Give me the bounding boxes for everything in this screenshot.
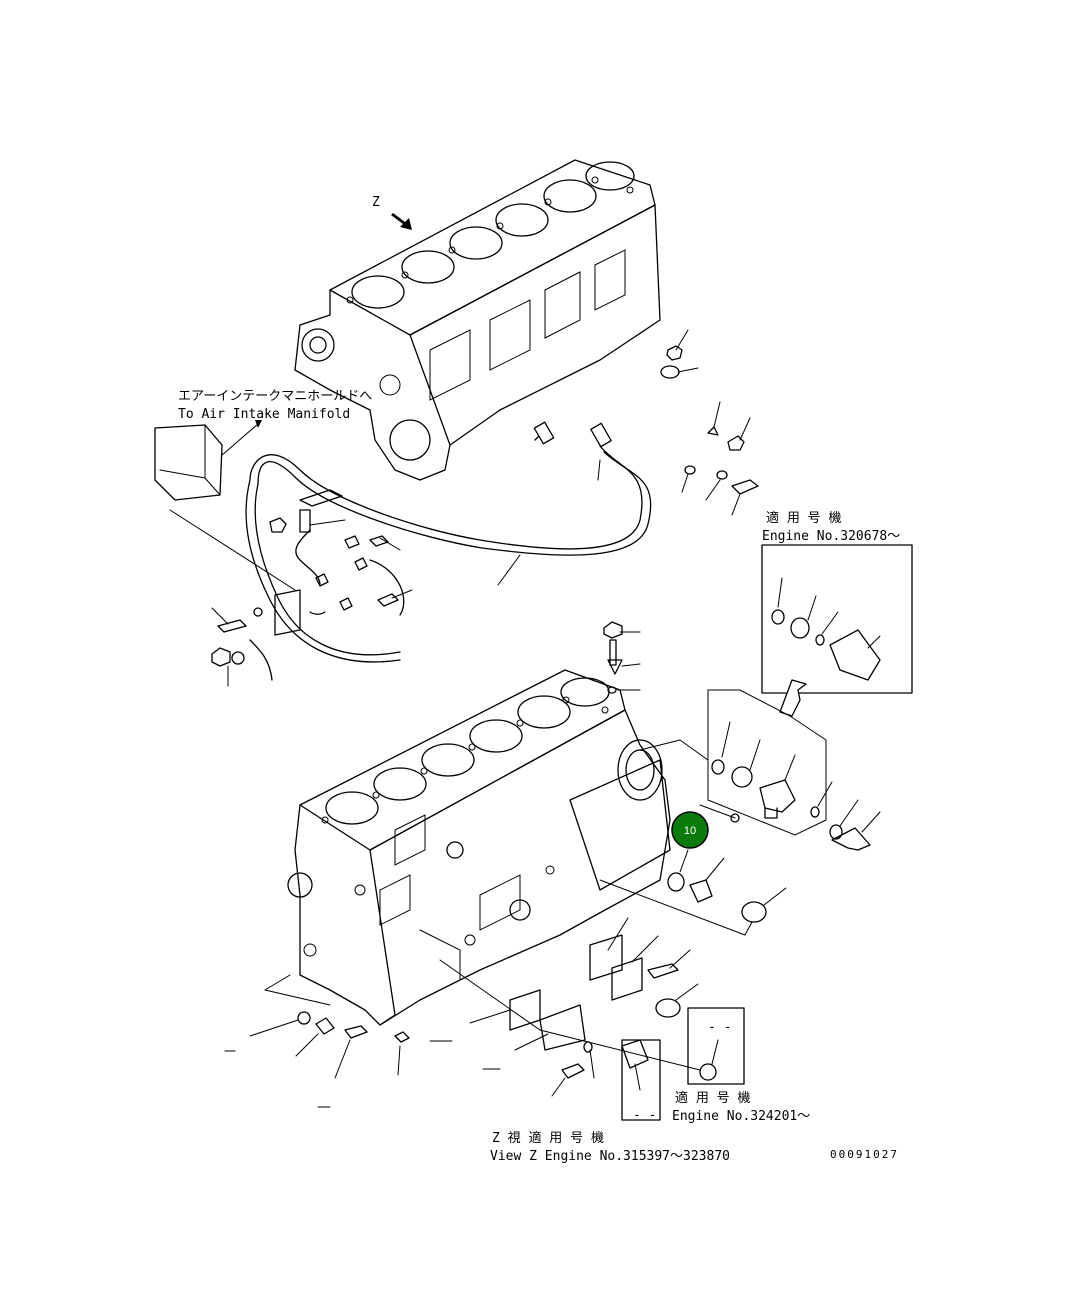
- lower-plugs: [599, 849, 787, 936]
- lower-cylinder-bores: [325, 677, 610, 825]
- upper-cylinder-bores: [351, 161, 635, 309]
- engine-no-324201-box: [621, 1007, 745, 1121]
- lower-right-fitting-group: [639, 689, 881, 851]
- route-arrow: [255, 420, 262, 428]
- drawing-number: 00091027: [830, 1148, 899, 1161]
- callout-badge-10[interactable]: 10: [671, 811, 709, 849]
- view-marker-label: Z: [372, 195, 380, 210]
- lower-engine-block: [287, 669, 671, 1026]
- callout-circle[interactable]: [671, 811, 709, 849]
- view-z-caption-jp: Z 視 適 用 号 機: [492, 1130, 604, 1146]
- lower-left-fasteners: [224, 974, 501, 1108]
- route-label-jp: エアーインテークマニホールドへ: [178, 389, 372, 404]
- route-label-en: To Air Intake Manifold: [178, 407, 350, 422]
- view-z-caption-en: View Z Engine No.315397～323870: [490, 1149, 730, 1164]
- upper-engine-block: [294, 159, 661, 481]
- serial-top-en: Engine No.320678～: [762, 529, 900, 544]
- up-arrow: [779, 679, 807, 717]
- pipe-lines: [245, 421, 652, 663]
- dash-mark-2: - -: [633, 1108, 656, 1123]
- upper-head-bolt-holes: [346, 176, 634, 304]
- dash-mark-1: - -: [708, 1020, 731, 1035]
- lower-head-bolt-holes: [321, 696, 609, 824]
- lower-top-fasteners: [603, 621, 641, 694]
- upper-left-bracket-assembly: [154, 420, 413, 687]
- view-z-arrow: [391, 213, 412, 230]
- serial-top-jp: 適 用 号 機: [766, 510, 841, 526]
- upper-right-fasteners: [660, 329, 759, 516]
- engine-no-320678-box: [761, 544, 913, 694]
- serial-bottom-jp: 適 用 号 機: [675, 1090, 750, 1106]
- callout-label[interactable]: 10: [684, 825, 696, 837]
- serial-bottom-en: Engine No.324201～: [672, 1109, 810, 1124]
- lower-covers-and-gaskets: [439, 917, 701, 1097]
